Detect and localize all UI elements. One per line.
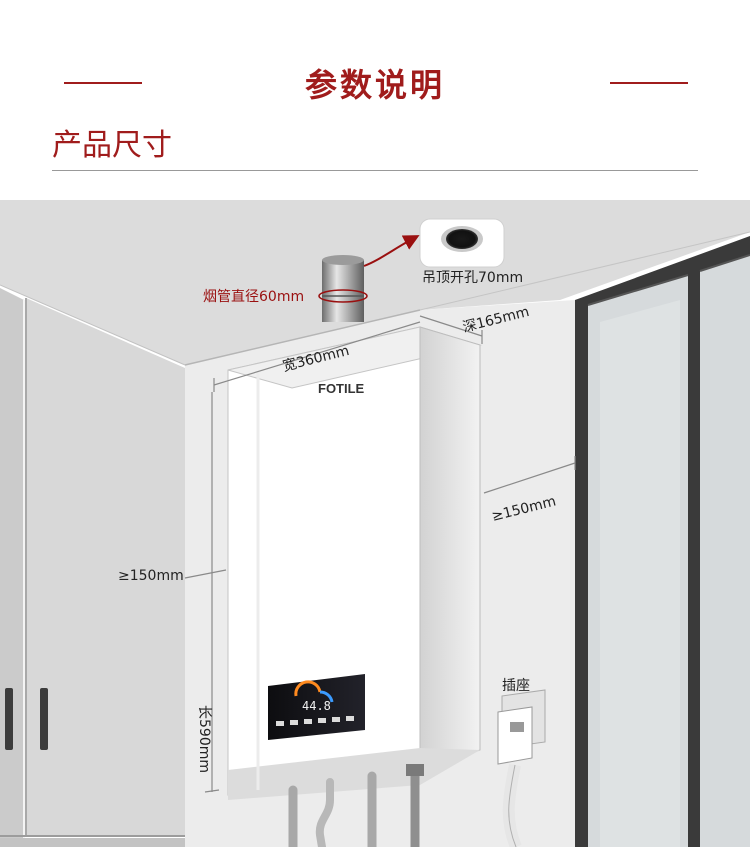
socket-label: 插座 — [502, 678, 530, 694]
window — [575, 236, 750, 847]
connection-pipes — [288, 764, 424, 851]
title-divider-right — [610, 82, 688, 84]
heater-side — [419, 326, 481, 771]
control-panel: 44.8 — [268, 674, 365, 740]
ceiling — [0, 200, 750, 365]
wall-cabinet — [0, 288, 185, 847]
water-heater: FOTILE 44.8 — [227, 326, 482, 851]
display-readout: 44.8 — [302, 699, 331, 713]
brand-logo: FOTILE — [318, 381, 365, 396]
dimension-lines — [184, 315, 576, 793]
page-title: 参数说明 — [304, 66, 445, 104]
left-clearance-label: ≥150mm — [118, 568, 184, 584]
header: 参数说明 产品尺寸 — [0, 0, 750, 200]
ceiling-hole-label: 吊顶开孔70mm — [422, 270, 523, 286]
wall-socket — [497, 689, 546, 850]
length-label: 长590mm — [196, 705, 212, 773]
section-title: 产品尺寸 — [52, 128, 172, 163]
title-divider-left — [64, 82, 142, 84]
flue-pipe — [322, 255, 364, 322]
flue-diameter-label: 烟管直径60mm — [203, 288, 304, 305]
ceiling-hole-callout — [318, 218, 505, 303]
product-dimension-illustration: FOTILE 44.8 — [0, 200, 750, 851]
section-divider — [52, 170, 698, 171]
